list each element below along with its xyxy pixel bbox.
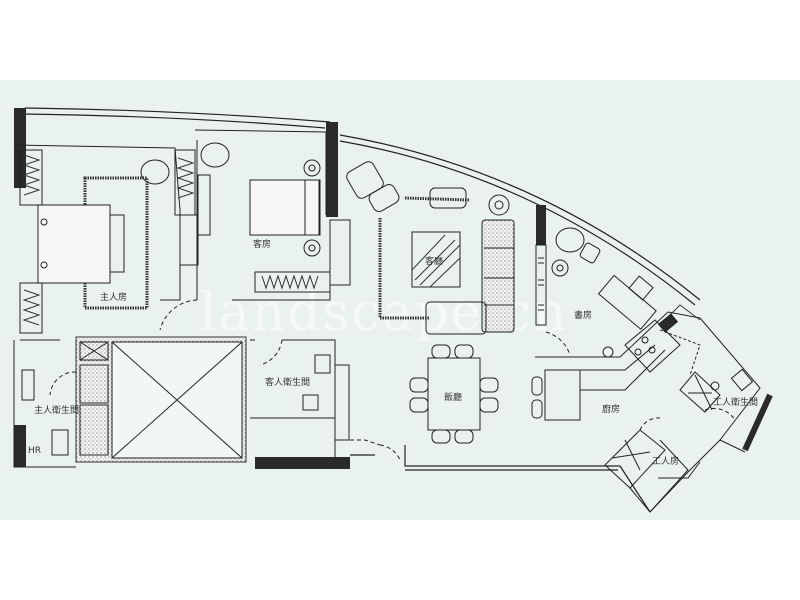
column-bottom-left [14, 425, 26, 467]
guest-bathroom [250, 339, 381, 458]
exterior-wall-top [24, 107, 701, 306]
label-kitchen: 廚房 [602, 403, 620, 415]
label-master-bathroom: 主人衛生間 [34, 404, 79, 416]
label-study: 書房 [574, 309, 592, 321]
exterior-wall-bottom [350, 445, 651, 513]
label-dining-room: 飯廳 [444, 391, 462, 403]
column-mid-top [326, 122, 338, 217]
column-living [536, 205, 546, 245]
study [535, 227, 657, 356]
label-guest-bedroom: 客房 [253, 238, 271, 250]
label-maid-room: 工人房 [652, 455, 679, 467]
maid-bathroom [679, 368, 754, 421]
label-master-bedroom: 主人房 [100, 291, 127, 303]
maid-room [604, 417, 746, 513]
label-maid-bathroom: 工人衛生間 [713, 396, 758, 408]
master-bathroom [13, 339, 77, 468]
core-shaft [75, 336, 247, 463]
front-door-swing [379, 444, 401, 461]
dining-area [409, 344, 499, 444]
label-living-room: 客廳 [425, 255, 443, 267]
wall-bottom-guest-bath [255, 457, 350, 469]
label-guest-bathroom: 客人衛生間 [265, 376, 310, 388]
guest-bedroom [159, 129, 351, 331]
kitchen [531, 304, 761, 441]
column-left-top [14, 108, 26, 188]
label-hr: HR [28, 446, 41, 456]
maid-bath-exterior-wall [742, 393, 773, 452]
master-bedroom [13, 144, 196, 334]
living-room [346, 161, 515, 335]
